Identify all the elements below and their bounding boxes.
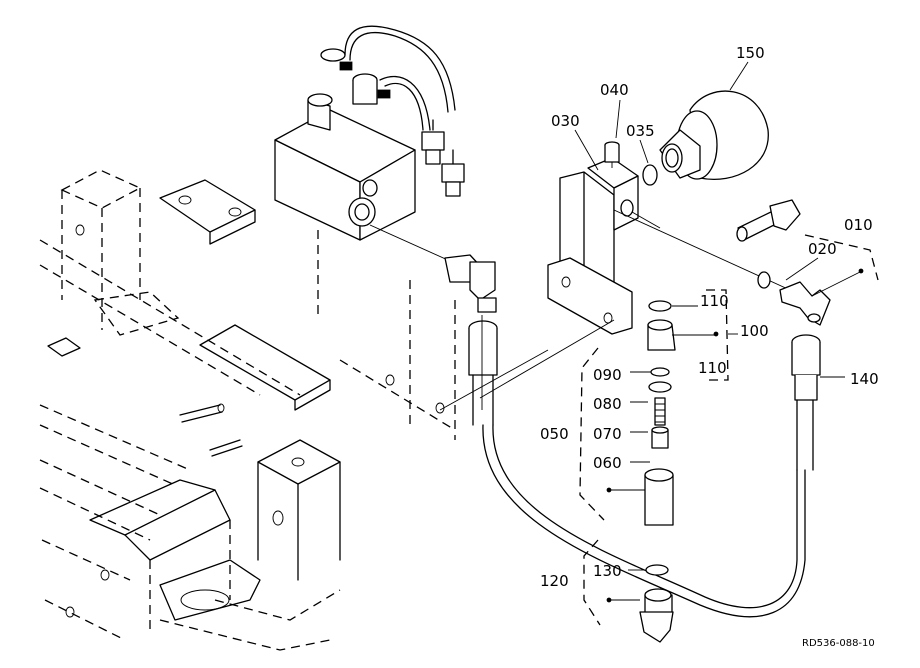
group-120: [583, 539, 674, 643]
part-labels: 150 040 030 035 010 020 110 100 110 140 …: [540, 44, 879, 649]
group-050: [579, 347, 674, 526]
frame-outline: [39, 169, 456, 651]
label-050: 050: [540, 425, 569, 443]
bracket-030: [439, 157, 791, 411]
label-030: 030: [551, 112, 580, 130]
fitting-010: [736, 199, 879, 326]
label-020: 020: [808, 240, 837, 258]
figure-reference: RD536-088-10: [802, 638, 875, 649]
oring-130: [645, 564, 669, 576]
washer-080: [648, 381, 672, 393]
label-130: 130: [593, 562, 622, 580]
label-120: 120: [540, 572, 569, 590]
label-060: 060: [593, 454, 622, 472]
oring-110a: [648, 300, 672, 312]
oring-090: [650, 367, 670, 377]
group-100: [647, 289, 729, 381]
label-010: 010: [844, 216, 873, 234]
label-070: 070: [593, 425, 622, 443]
hose-140: [791, 334, 845, 471]
label-110-top: 110: [700, 292, 729, 310]
oring-035: [642, 164, 658, 186]
hose-120: [369, 224, 806, 618]
oring-020: [757, 271, 771, 289]
label-035: 035: [626, 122, 655, 140]
accumulator-150: [659, 90, 769, 180]
screw-040: [604, 141, 620, 168]
label-150: 150: [736, 44, 765, 62]
leader-lines: [574, 61, 819, 335]
label-110-bottom: 110: [698, 359, 727, 377]
valve-block: [274, 25, 465, 241]
label-080: 080: [593, 395, 622, 413]
label-040: 040: [600, 81, 629, 99]
label-090: 090: [593, 366, 622, 384]
label-100: 100: [740, 322, 769, 340]
label-140: 140: [850, 370, 879, 388]
